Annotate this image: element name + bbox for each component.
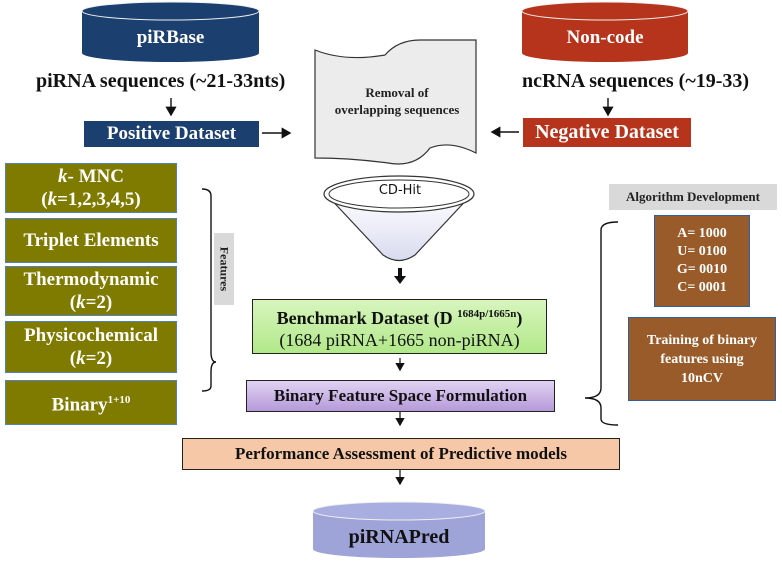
benchmark-subtitle: (1684 piRNA+1665 non-piRNA) [279,329,520,350]
encoding-u: U= 0100 [677,244,727,259]
algorithm-group-label: Algorithm Development [609,184,777,210]
training-line1: Training of binary [646,332,758,348]
benchmark-dataset-box: Benchmark Dataset (D 1684p/1665n) (1684 … [252,299,547,354]
cd-hit-funnel-icon [323,175,475,262]
positive-dataset-box: Positive Dataset [84,121,259,147]
benchmark-superscript: 1684p/1665n [457,307,517,320]
pirbase-label: piRBase [136,27,205,48]
training-box: Training of binary features using 10nCV [628,317,776,401]
performance-assessment-box: Performance Assessment of Predictive mod… [182,438,620,470]
encoding-g: G= 0010 [676,262,728,277]
benchmark-close-paren: ) [516,307,523,328]
feature-binary-box: Binary1+10 [5,380,177,425]
performance-assessment-label: Performance Assessment of Predictive mod… [234,444,568,463]
binary-encoding-box: A= 1000 U= 0100 G= 0010 C= 0001 [654,215,750,307]
encoding-c: C= 0001 [677,280,727,295]
training-line2: features using [660,351,744,367]
noncode-database-icon [521,1,689,62]
feature-thermodynamic-box: Thermodynamic (k=2) [5,266,177,316]
feature-kmnc-box: k- MNC (k=1,2,3,4,5) [5,163,177,213]
binary-feature-space-label: Binary Feature Space Formulation [273,386,528,405]
feature-thermodynamic-line2: (k=2) [69,292,113,313]
feature-kmnc-line1: k- MNC [58,166,124,187]
feature-binary-label: Binary1+10 [51,393,131,416]
noncode-label: Non-code [566,27,644,48]
benchmark-title-text: Benchmark Dataset (D [276,307,453,328]
feature-triplet-label: Triplet Elements [23,230,159,251]
pirna-sequences-label: piRNA sequences (~21-33nts) [36,70,286,92]
feature-thermodynamic-line1: Thermodynamic [23,269,159,290]
benchmark-title: Benchmark Dataset (D 1684p/1665n) [253,303,546,329]
removal-label-line2: overlapping sequences [334,102,460,117]
arrow-funnel-to-benchmark [394,268,406,284]
pirnapred-label: piRNAPred [348,526,450,548]
feature-physicochemical-line1: Physicochemical [23,325,159,346]
removal-label: Removal of overlapping sequences [318,84,476,118]
ncrna-sequences-label: ncRNA sequences (~19-33) [522,70,750,92]
features-brace [201,188,217,392]
pirnapred-database-icon [312,501,486,558]
pirbase-database-icon [81,1,260,62]
negative-dataset-box: Negative Dataset [523,118,691,147]
feature-physicochemical-line2: (k=2) [69,348,113,369]
removal-label-line1: Removal of [365,85,429,100]
removal-document-shape [314,39,477,165]
positive-dataset-label: Positive Dataset [106,123,237,144]
encoding-a: A= 1000 [677,226,727,241]
cd-hit-label: CD-Hit [378,183,422,198]
binary-feature-space-box: Binary Feature Space Formulation [246,380,555,412]
negative-dataset-label: Negative Dataset [535,121,679,143]
algorithm-brace [584,221,619,426]
feature-kmnc-line2: (k=1,2,3,4,5) [41,189,141,210]
features-group-label: Features [214,233,234,305]
feature-triplet-box: Triplet Elements [5,218,177,263]
training-line3: 10nCV [680,370,723,386]
feature-physicochemical-box: Physicochemical (k=2) [5,321,177,373]
